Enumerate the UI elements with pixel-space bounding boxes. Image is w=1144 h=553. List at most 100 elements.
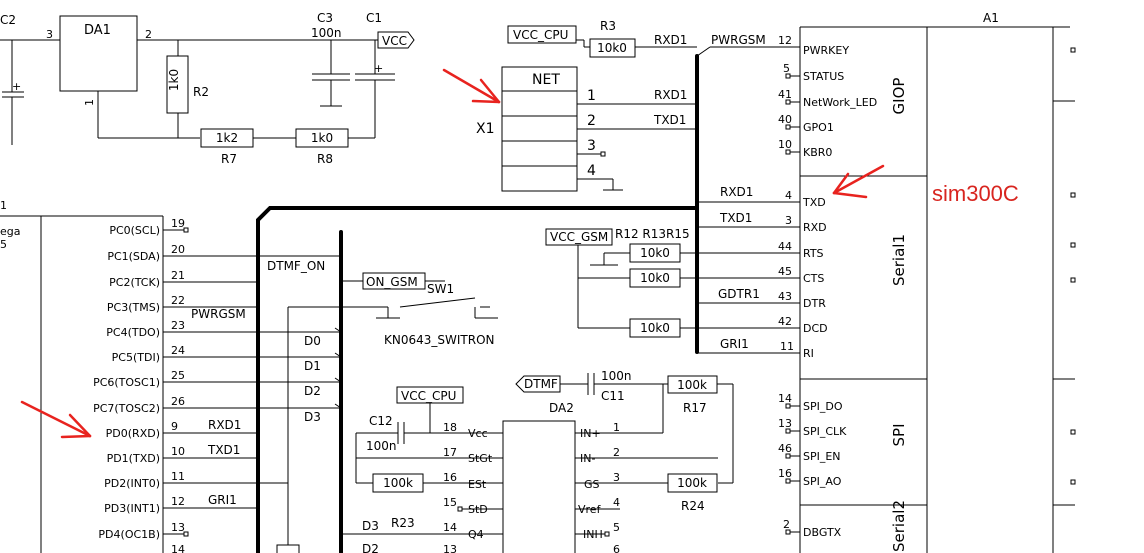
net-gri1-mcu: GRI1 <box>208 493 237 507</box>
net-txd1-a1: TXD1 <box>719 211 752 225</box>
net-d1: D1 <box>304 359 321 373</box>
svg-text:22: 22 <box>171 294 185 307</box>
power-regulator-section: C2 + 3 DA1 2 1 1k0 R2 1k2 R7 1k0 R8 C3 1… <box>0 11 415 166</box>
svg-text:PD1(TXD): PD1(TXD) <box>107 452 160 465</box>
svg-text:3: 3 <box>613 471 620 484</box>
svg-text:SPI_EN: SPI_EN <box>803 450 841 463</box>
mcu-partial-label-2: ega <box>0 225 21 238</box>
svg-text:PD4(OC1B): PD4(OC1B) <box>98 528 160 541</box>
mcu-partial-label-1: 1 <box>0 199 7 212</box>
svg-text:DTR: DTR <box>803 297 826 310</box>
svg-text:10: 10 <box>778 138 792 151</box>
red-annotation-arrows <box>20 68 885 439</box>
vcc-port-tag <box>377 31 415 49</box>
svg-text:IN-: IN- <box>580 452 595 465</box>
section-giop: GIOP <box>890 78 908 115</box>
c2-plus: + <box>12 80 21 93</box>
da2-dtmf-ic <box>502 420 576 553</box>
svg-text:PC7(TOSC2): PC7(TOSC2) <box>93 402 160 415</box>
svg-text:DBGTX: DBGTX <box>803 526 842 539</box>
x1-pin-1: 1 <box>587 88 596 104</box>
svg-text:16: 16 <box>778 467 792 480</box>
svg-text:13: 13 <box>443 543 457 553</box>
net-d2: D2 <box>304 384 321 398</box>
r12-value: 10k0 <box>640 246 670 260</box>
mcu-partial-label-3: 5 <box>0 238 7 251</box>
svg-text:DCD: DCD <box>803 322 828 335</box>
svg-text:13: 13 <box>171 521 185 534</box>
c12-label: C12 <box>369 414 393 428</box>
svg-text:40: 40 <box>778 113 792 126</box>
net-d2-dtmf: D2 <box>362 542 379 553</box>
svg-text:17: 17 <box>443 446 457 459</box>
svg-text:PD2(INT0): PD2(INT0) <box>104 477 160 490</box>
vcc-cpu-tag-top <box>507 25 577 44</box>
r2-value: 1k0 <box>167 69 181 91</box>
svg-text:PC0(SCL): PC0(SCL) <box>109 224 160 237</box>
net-d3-dtmf: D3 <box>362 519 379 533</box>
svg-text:2: 2 <box>783 518 790 531</box>
c2-label: C2 <box>0 13 16 27</box>
x1-rxd1-net: RXD1 <box>654 88 687 102</box>
section-serial2: Serial2 <box>890 500 908 552</box>
resistor-bank-labels: R12 R13R15 <box>615 227 690 241</box>
svg-text:46: 46 <box>778 442 792 455</box>
svg-text:PD0(RXD): PD0(RXD) <box>106 427 160 440</box>
svg-text:STATUS: STATUS <box>803 70 844 83</box>
r8-value: 1k0 <box>311 131 333 145</box>
net-pwrgsm-mcu: PWRGSM <box>191 307 246 321</box>
svg-text:24: 24 <box>171 344 185 357</box>
x1-net-connector-section: VCC_CPU R3 10k0 RXD1 NET X1 1 2 3 4 RXD1… <box>476 19 697 192</box>
svg-text:NetWork_LED: NetWork_LED <box>803 96 877 109</box>
svg-text:19: 19 <box>171 217 185 230</box>
c3-value: 100n <box>311 26 342 40</box>
r24-value: 100k <box>677 476 707 490</box>
svg-text:5: 5 <box>613 521 620 534</box>
r13-value: 10k0 <box>640 271 670 285</box>
svg-text:PWRKEY: PWRKEY <box>803 44 849 57</box>
svg-text:SPI_DO: SPI_DO <box>803 400 843 413</box>
svg-text:IN+: IN+ <box>580 427 601 440</box>
sim300c-annotation: sim300C <box>932 181 1019 206</box>
net-dtmf-on: DTMF_ON <box>267 259 325 273</box>
svg-text:RTS: RTS <box>803 247 824 260</box>
svg-text:ESt: ESt <box>468 478 487 491</box>
on-gsm-label: ON_GSM <box>366 275 418 289</box>
net-rxd1-mcu: RXD1 <box>208 418 241 432</box>
svg-text:StGt: StGt <box>468 452 493 465</box>
x1-pin-3: 3 <box>587 138 596 154</box>
svg-text:26: 26 <box>171 395 185 408</box>
red-arrow-x1 <box>442 68 501 104</box>
svg-text:Q4: Q4 <box>468 528 484 541</box>
svg-text:23: 23 <box>171 319 185 332</box>
svg-text:43: 43 <box>778 290 792 303</box>
svg-text:PC6(TOSC1): PC6(TOSC1) <box>93 376 160 389</box>
svg-text:12: 12 <box>171 495 185 508</box>
svg-text:RI: RI <box>803 347 814 360</box>
r3-label: R3 <box>600 19 616 33</box>
svg-text:INH: INH <box>583 528 603 541</box>
r7-value: 1k2 <box>216 131 238 145</box>
svg-text:18: 18 <box>443 421 457 434</box>
mcu-pin-14: 14 <box>171 543 185 553</box>
section-spi: SPI <box>890 424 908 447</box>
bottom-partial-component <box>276 544 300 553</box>
svg-text:16: 16 <box>443 471 457 484</box>
svg-text:PD3(INT1): PD3(INT1) <box>104 502 160 515</box>
da1-pin1: 1 <box>83 99 96 106</box>
